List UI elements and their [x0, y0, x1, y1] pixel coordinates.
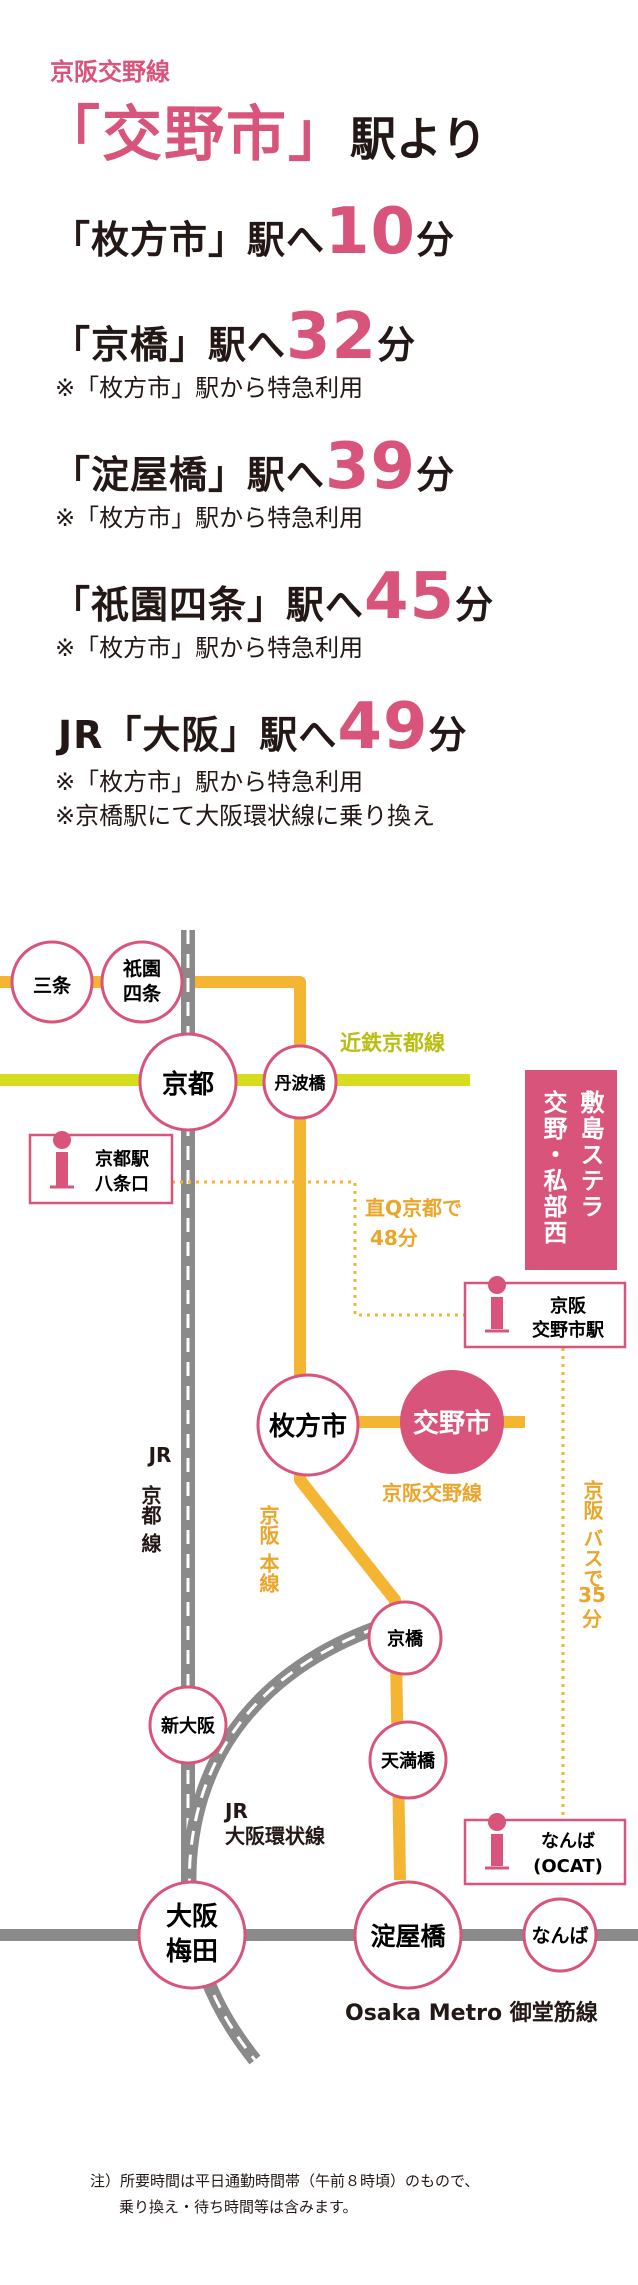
route-unit: 分 — [416, 453, 456, 497]
route-minutes: 39 — [325, 430, 417, 504]
svg-text:枚方市: 枚方市 — [269, 1411, 347, 1442]
station-tambabashi: 丹波橋 — [262, 1044, 338, 1120]
label-jr-kyoto-1: JR — [147, 1443, 172, 1467]
label-chokuq-time: 48分 — [370, 1226, 418, 1250]
line-label: 京阪交野線 — [50, 58, 170, 86]
svg-text:交野・私部西: 交野・私部西 — [539, 1089, 567, 1246]
label-jr-kyoto-3: 線 — [138, 1532, 162, 1553]
label-jr-loop-1: JR — [223, 1799, 248, 1823]
route-minutes: 32 — [286, 300, 378, 374]
svg-text:八条口: 八条口 — [95, 1173, 149, 1195]
svg-text:交野市駅: 交野市駅 — [532, 1319, 605, 1341]
bus-route-chokuq — [172, 1180, 465, 1317]
route-dest: JR「大阪」駅へ — [58, 713, 338, 757]
svg-text:丹波橋: 丹波橋 — [275, 1073, 327, 1094]
station-tenmabashi: 天満橋 — [368, 1720, 448, 1800]
route-unit: 分 — [377, 323, 417, 367]
label-kintetsu: 近鉄京都線 — [340, 1031, 445, 1055]
route-minutes: 45 — [364, 560, 456, 634]
keihan-main-line — [0, 976, 406, 1881]
route-dest: 「祇園四条」駅へ — [52, 583, 365, 627]
svg-text:淀屋橋: 淀屋橋 — [370, 1922, 446, 1951]
label-keihan-katano: 京阪交野線 — [382, 1481, 482, 1505]
svg-text:京橋: 京橋 — [387, 1628, 424, 1650]
station-namba: なんば — [522, 1897, 598, 1973]
svg-text:なんば: なんば — [541, 1831, 595, 1852]
svg-text:(OCAT): (OCAT) — [533, 1856, 603, 1877]
station-osaka-umeda: 大阪 梅田 — [137, 1880, 247, 1990]
svg-text:新大阪: 新大阪 — [161, 1715, 216, 1737]
footer-note: 注）所要時間は平日通勤時間帯（午前８時頃）のもので、 乗り換え・待ち時間等は含み… — [90, 2168, 479, 2220]
route-note: ※「枚方市」駅から特急利用 — [55, 374, 364, 402]
svg-text:交野市: 交野市 — [413, 1408, 491, 1439]
station-kyoto: 京都 — [138, 1032, 238, 1132]
bus-stop-namba-ocat: なんば (OCAT) — [463, 1813, 627, 1886]
route-dest: 「淀屋橋」駅へ — [52, 453, 326, 497]
svg-text:天満橋: 天満橋 — [381, 1750, 436, 1772]
route-yodoyabashi: 「淀屋橋」駅へ39分 — [52, 430, 455, 504]
station-name: 「交野市」 — [40, 100, 350, 170]
bus-stop-kyoto-hachijo: 京都駅 八条口 — [28, 1131, 174, 1205]
route-minutes: 49 — [337, 690, 429, 764]
svg-text:大阪: 大阪 — [166, 1902, 218, 1932]
station-sanjo: 三条 — [10, 940, 94, 1024]
station-kyobashi: 京橋 — [367, 1600, 443, 1676]
label-jr-kyoto-2: 京都 — [138, 1484, 162, 1526]
svg-text:京阪: 京阪 — [550, 1295, 587, 1317]
route-dest: 「枚方市」駅へ — [52, 218, 326, 262]
label-keihan-bus-1: 京阪 — [580, 1479, 604, 1521]
station-katanoshi: 交野市 — [400, 1370, 504, 1474]
station-gionshijo: 祇園 四条 — [100, 940, 184, 1024]
station-yodoyabashi: 淀屋橋 — [353, 1880, 463, 1990]
station-shinosaka: 新大阪 — [148, 1685, 228, 1765]
route-note: ※「枚方市」駅から特急利用 — [55, 768, 364, 796]
label-keihan-main-1: 京阪 — [256, 1504, 280, 1546]
footer-note-line1: 注）所要時間は平日通勤時間帯（午前８時頃）のもので、 — [90, 2172, 480, 2190]
route-dest: 「京橋」駅へ — [52, 323, 287, 367]
jr-loop-line-dash — [187, 1618, 401, 2061]
route-unit: 分 — [455, 583, 495, 627]
label-keihan-bus-3: 35 — [578, 1583, 606, 1607]
label-metro: Osaka Metro 御堂筋線 — [345, 2000, 598, 2026]
route-hirakatashi: 「枚方市」駅へ10分 — [52, 195, 455, 269]
footer-note-line2: 乗り換え・待ち時間等は含みます。 — [119, 2198, 358, 2216]
route-kyobashi: 「京橋」駅へ32分 — [52, 300, 416, 374]
route-note: ※「枚方市」駅から特急利用 — [55, 504, 364, 532]
route-note: ※京橋駅にて大阪環状線に乗り換え — [55, 802, 436, 830]
route-map: 三条 祇園 四条 京都 丹波橋 枚方市 交野市 京橋 新大阪 天満橋 大阪 梅田… — [0, 930, 638, 2065]
route-note: ※「枚方市」駅から特急利用 — [55, 634, 364, 662]
svg-text:三条: 三条 — [33, 974, 72, 997]
svg-text:敷島ステラ: 敷島ステラ — [576, 1089, 604, 1220]
svg-text:なんば: なんば — [531, 1925, 588, 1947]
svg-text:梅田: 梅田 — [166, 1936, 218, 1967]
bus-stop-keihan-katanoshi: 京阪 交野市駅 — [463, 1276, 627, 1349]
route-gionshijo: 「祇園四条」駅へ45分 — [52, 560, 494, 634]
route-minutes: 10 — [325, 195, 417, 269]
route-unit: 分 — [428, 713, 468, 757]
route-unit: 分 — [416, 218, 456, 262]
route-osaka: JR「大阪」駅へ49分 — [58, 690, 467, 764]
title-suffix: 駅より — [350, 112, 488, 166]
label-keihan-bus-2: バスで — [580, 1528, 604, 1588]
svg-text:四条: 四条 — [123, 982, 162, 1005]
svg-text:祇園: 祇園 — [122, 957, 161, 980]
landmark-shikishima-stella: 敷島ステラ 交野・私部西 — [525, 1070, 617, 1270]
station-hirakatashi: 枚方市 — [256, 1373, 360, 1477]
label-keihan-main-2: 本線 — [256, 1553, 280, 1593]
svg-text:京都: 京都 — [162, 1069, 214, 1100]
label-jr-loop-2: 大阪環状線 — [225, 1824, 325, 1848]
page-title: 「交野市」駅より — [40, 86, 487, 173]
label-keihan-bus-4: 分 — [582, 1607, 602, 1631]
svg-text:京都駅: 京都駅 — [95, 1148, 150, 1170]
label-chokuq: 直Q京都で — [365, 1196, 462, 1220]
